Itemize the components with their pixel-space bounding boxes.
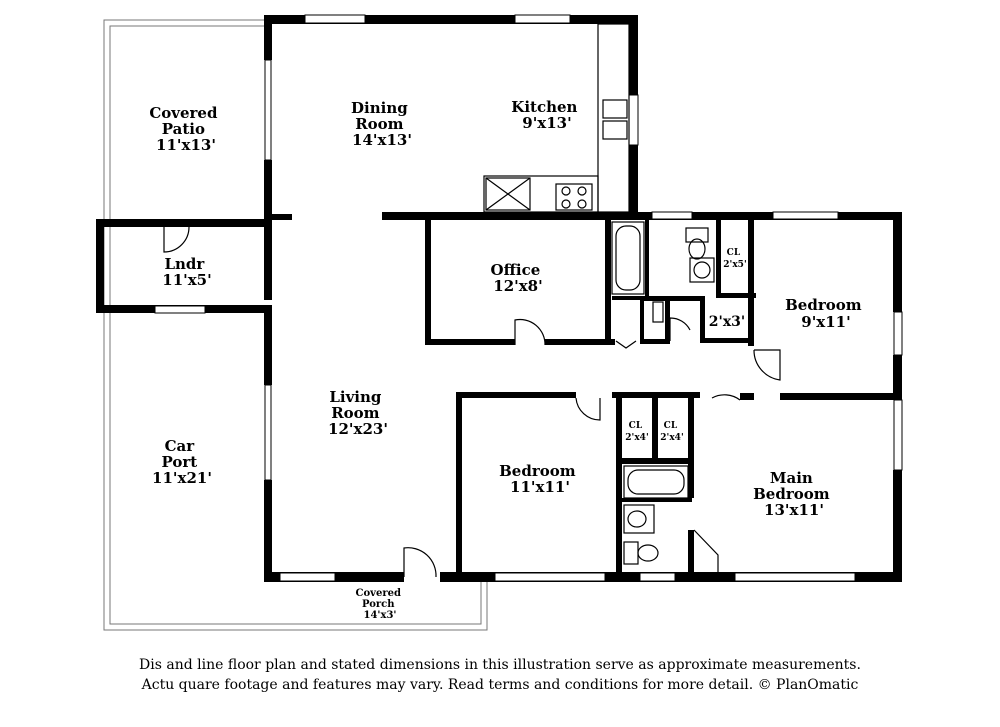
- closet-b-label: CL 2'x4': [660, 421, 683, 443]
- car-port-label: Car Port 11'x21': [152, 437, 212, 487]
- covered-porch-label: Covered Porch 14'x3': [356, 588, 405, 621]
- disclaimer-line-1: Dis and line floor plan and stated dimen…: [139, 657, 861, 673]
- disclaimer-line-2: Actu quare footage and features may vary…: [141, 677, 859, 693]
- bedroom-right-label: Bedroom 9'x11': [785, 296, 867, 331]
- patio-carport-outline: [103, 19, 488, 631]
- fixtures: [483, 23, 715, 565]
- bedroom-center-label: Bedroom 11'x11': [499, 462, 581, 496]
- windows: [154, 14, 903, 582]
- living-room-label: Living Room 12'x23': [328, 388, 388, 438]
- closet-a-label: CL 2'x4': [625, 421, 648, 443]
- covered-patio-label: Covered Patio 11'x13': [149, 104, 222, 154]
- small-closet-label: 2'x3': [709, 314, 745, 330]
- kitchen-label: Kitchen 9'x13': [511, 98, 582, 132]
- office-label: Office 12'x8': [491, 261, 546, 295]
- laundry-label: Lndr 11'x5': [162, 255, 211, 289]
- room-labels: Covered Patio 11'x13' Dining Room 14'x13…: [149, 98, 867, 621]
- doors: [163, 226, 781, 578]
- dining-room-label: Dining Room 14'x13': [351, 99, 413, 149]
- closet-top-label: CL 2'x5': [723, 248, 746, 270]
- main-bedroom-label: Main Bedroom 13'x11': [753, 469, 835, 519]
